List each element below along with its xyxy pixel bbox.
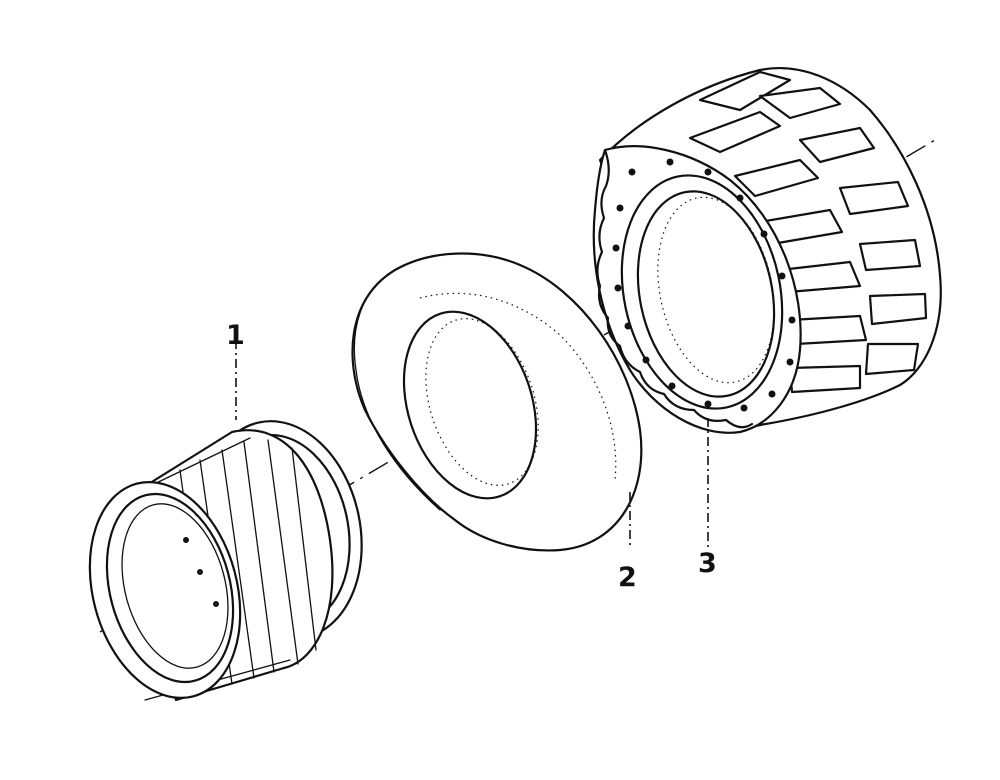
inner-liner-ring [351,252,643,552]
callout-inner-liner: 2 [618,562,637,593]
callout-labels: 1 2 3 [226,320,717,593]
tire-bolt-holes [612,158,796,412]
tractor-tire [592,67,942,434]
tread-lugs [688,70,928,394]
callout-tire: 3 [698,548,717,579]
leader-lines [235,340,709,548]
rim-inner-rivets [183,537,219,607]
wheel-rim [88,420,363,702]
callout-rim: 1 [226,320,245,351]
